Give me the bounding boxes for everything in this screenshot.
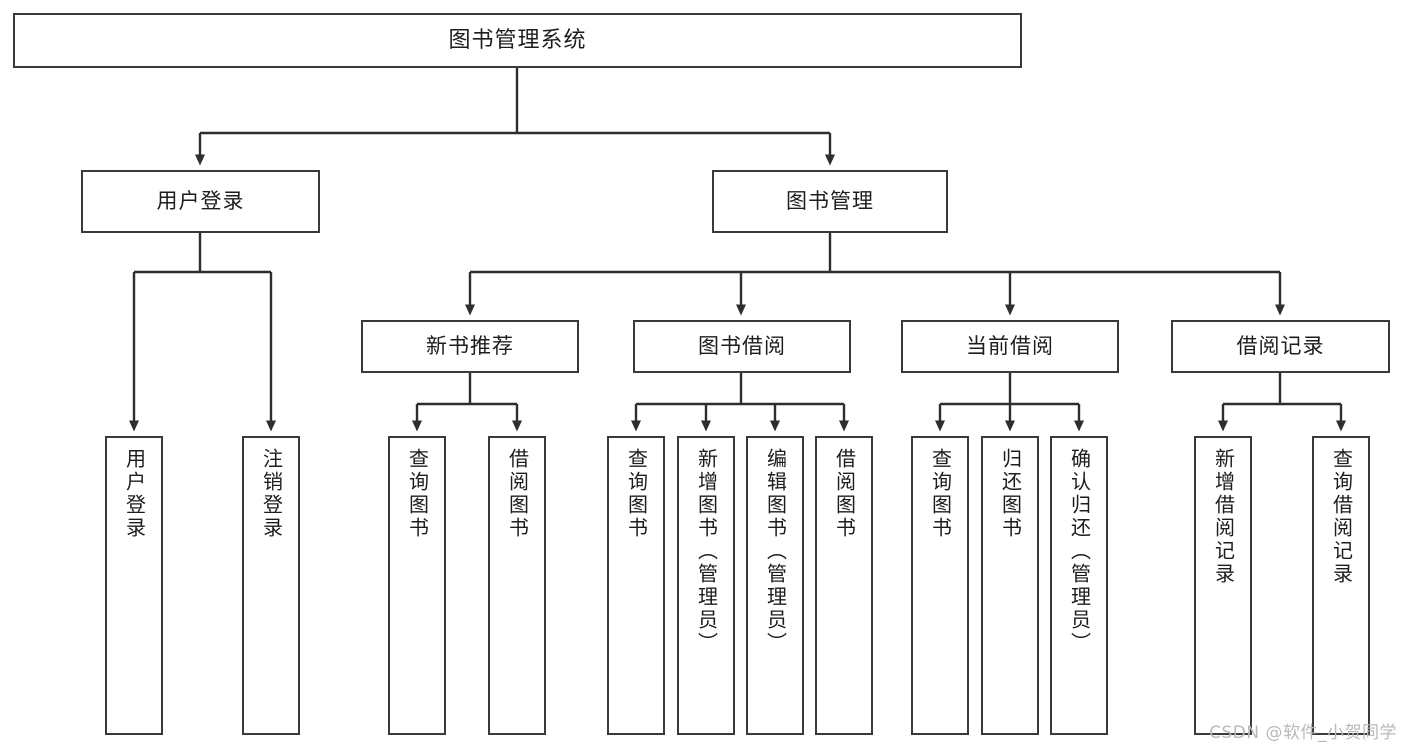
node-label: 图书管理 xyxy=(786,189,874,214)
leaf-borrow-query-book[interactable]: 查询图书 xyxy=(607,436,665,735)
leaf-borrow-add-book-admin[interactable]: 新增图书（管理员） xyxy=(677,436,735,735)
leaf-current-return-book[interactable]: 归还图书 xyxy=(981,436,1039,735)
node-label: 确认归还（管理员） xyxy=(1067,448,1092,655)
leaf-borrow-edit-book-admin[interactable]: 编辑图书（管理员） xyxy=(746,436,804,735)
node-label: 用户登录 xyxy=(156,189,245,214)
node-label: 借阅图书 xyxy=(832,448,857,540)
node-label: 新增图书（管理员） xyxy=(694,448,719,655)
node-label: 编辑图书（管理员） xyxy=(763,448,788,655)
leaf-current-query-book[interactable]: 查询图书 xyxy=(911,436,969,735)
node-book-management[interactable]: 图书管理 xyxy=(712,170,948,233)
node-label: 归还图书 xyxy=(998,448,1023,540)
leaf-user-login-logout[interactable]: 注销登录 xyxy=(242,436,300,735)
leaf-current-confirm-return-admin[interactable]: 确认归还（管理员） xyxy=(1050,436,1108,735)
watermark-text: CSDN @软件_小贺同学 xyxy=(1209,723,1397,743)
node-label: 查询图书 xyxy=(928,448,953,540)
node-label: 借阅图书 xyxy=(505,448,530,540)
node-root-system[interactable]: 图书管理系统 xyxy=(13,13,1022,68)
node-user-login[interactable]: 用户登录 xyxy=(81,170,320,233)
leaf-borrow-borrow-book[interactable]: 借阅图书 xyxy=(815,436,873,735)
leaf-record-query-record[interactable]: 查询借阅记录 xyxy=(1312,436,1370,735)
node-current-borrow[interactable]: 当前借阅 xyxy=(901,320,1119,373)
node-label: 查询借阅记录 xyxy=(1329,448,1354,586)
node-label: 查询图书 xyxy=(624,448,649,540)
node-label: 新书推荐 xyxy=(426,334,514,359)
leaf-record-add-record[interactable]: 新增借阅记录 xyxy=(1194,436,1252,735)
node-label: 图书管理系统 xyxy=(448,27,587,53)
node-label: 借阅记录 xyxy=(1236,334,1325,359)
node-book-borrow[interactable]: 图书借阅 xyxy=(633,320,851,373)
node-label: 当前借阅 xyxy=(966,334,1054,359)
node-new-book-recommend[interactable]: 新书推荐 xyxy=(361,320,579,373)
node-label: 用户登录 xyxy=(122,448,147,540)
node-label: 查询图书 xyxy=(405,448,430,540)
node-label: 图书借阅 xyxy=(698,334,786,359)
leaf-recommend-query-book[interactable]: 查询图书 xyxy=(388,436,446,735)
node-label: 注销登录 xyxy=(259,448,284,540)
leaf-recommend-borrow-book[interactable]: 借阅图书 xyxy=(488,436,546,735)
node-borrow-record[interactable]: 借阅记录 xyxy=(1171,320,1390,373)
node-label: 新增借阅记录 xyxy=(1211,448,1236,586)
leaf-user-login-login[interactable]: 用户登录 xyxy=(105,436,163,735)
